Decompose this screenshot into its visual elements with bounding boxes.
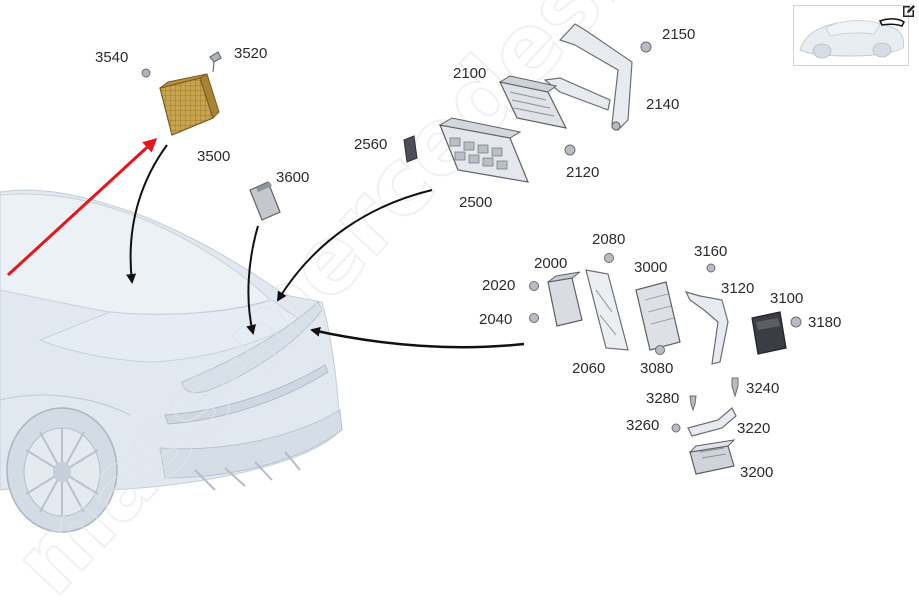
label-3080[interactable]: 3080 — [640, 360, 673, 377]
label-3600[interactable]: 3600 — [276, 169, 309, 186]
part-2560[interactable] — [403, 135, 418, 163]
part-3500[interactable] — [159, 73, 220, 136]
label-3520[interactable]: 3520 — [234, 45, 267, 62]
label-3500[interactable]: 3500 — [197, 148, 230, 165]
label-3000[interactable]: 3000 — [634, 259, 667, 276]
part-3540[interactable] — [141, 68, 151, 78]
part-2150[interactable] — [640, 41, 652, 53]
part-3200[interactable] — [688, 439, 736, 475]
part-3000[interactable] — [635, 281, 681, 351]
label-3260[interactable]: 3260 — [626, 417, 659, 434]
part-labels: 3540 3520 3500 3600 2100 2150 2140 2560 … — [95, 26, 841, 481]
part-3080[interactable] — [655, 345, 665, 355]
part-3520[interactable] — [209, 51, 222, 73]
pointer-arrows — [126, 144, 525, 349]
part-2100[interactable] — [498, 75, 568, 129]
label-2150[interactable]: 2150 — [662, 26, 695, 43]
part-3160[interactable] — [706, 263, 716, 273]
label-3160[interactable]: 3160 — [694, 243, 727, 260]
label-2000[interactable]: 2000 — [534, 255, 567, 272]
label-2500[interactable]: 2500 — [459, 194, 492, 211]
part-2120[interactable] — [564, 144, 576, 156]
part-3260[interactable] — [671, 423, 681, 433]
label-3540[interactable]: 3540 — [95, 49, 128, 66]
label-2560[interactable]: 2560 — [354, 136, 387, 153]
label-2120[interactable]: 2120 — [566, 164, 599, 181]
part-2060[interactable] — [585, 269, 629, 351]
label-2040[interactable]: 2040 — [479, 311, 512, 328]
label-2140[interactable]: 2140 — [646, 96, 679, 113]
label-3220[interactable]: 3220 — [737, 420, 770, 437]
part-2040[interactable] — [529, 313, 539, 323]
part-3180[interactable] — [790, 316, 802, 328]
car-thumbnail[interactable] — [793, 5, 909, 66]
part-3120[interactable] — [684, 291, 729, 365]
label-2080[interactable]: 2080 — [592, 231, 625, 248]
edit-icon — [903, 5, 915, 17]
edit-button[interactable] — [900, 2, 918, 20]
label-2060[interactable]: 2060 — [572, 360, 605, 377]
part-3240[interactable] — [731, 377, 739, 398]
part-2080[interactable] — [604, 253, 614, 263]
label-3280[interactable]: 3280 — [646, 390, 679, 407]
part-3100[interactable] — [751, 311, 787, 355]
label-3200[interactable]: 3200 — [740, 464, 773, 481]
part-3220[interactable] — [687, 407, 737, 437]
arrow-2500 — [276, 189, 433, 302]
label-3120[interactable]: 3120 — [721, 280, 754, 297]
label-2020[interactable]: 2020 — [482, 277, 515, 294]
part-2000[interactable] — [547, 271, 583, 327]
arrow-3600 — [246, 225, 259, 335]
label-3180[interactable]: 3180 — [808, 314, 841, 331]
arrow-3000 — [310, 326, 525, 349]
car-thumbnail-icon — [799, 18, 905, 59]
part-2140[interactable] — [543, 23, 633, 131]
part-3600[interactable] — [249, 181, 281, 221]
arrow-3500 — [126, 144, 168, 284]
highlight-arrow — [6, 137, 158, 277]
label-3100[interactable]: 3100 — [770, 290, 803, 307]
label-2100[interactable]: 2100 — [453, 65, 486, 82]
part-2500[interactable] — [438, 117, 529, 183]
label-3240[interactable]: 3240 — [746, 380, 779, 397]
part-2020[interactable] — [529, 281, 539, 291]
part-3280[interactable] — [689, 395, 697, 412]
car-rear-view — [0, 189, 343, 533]
